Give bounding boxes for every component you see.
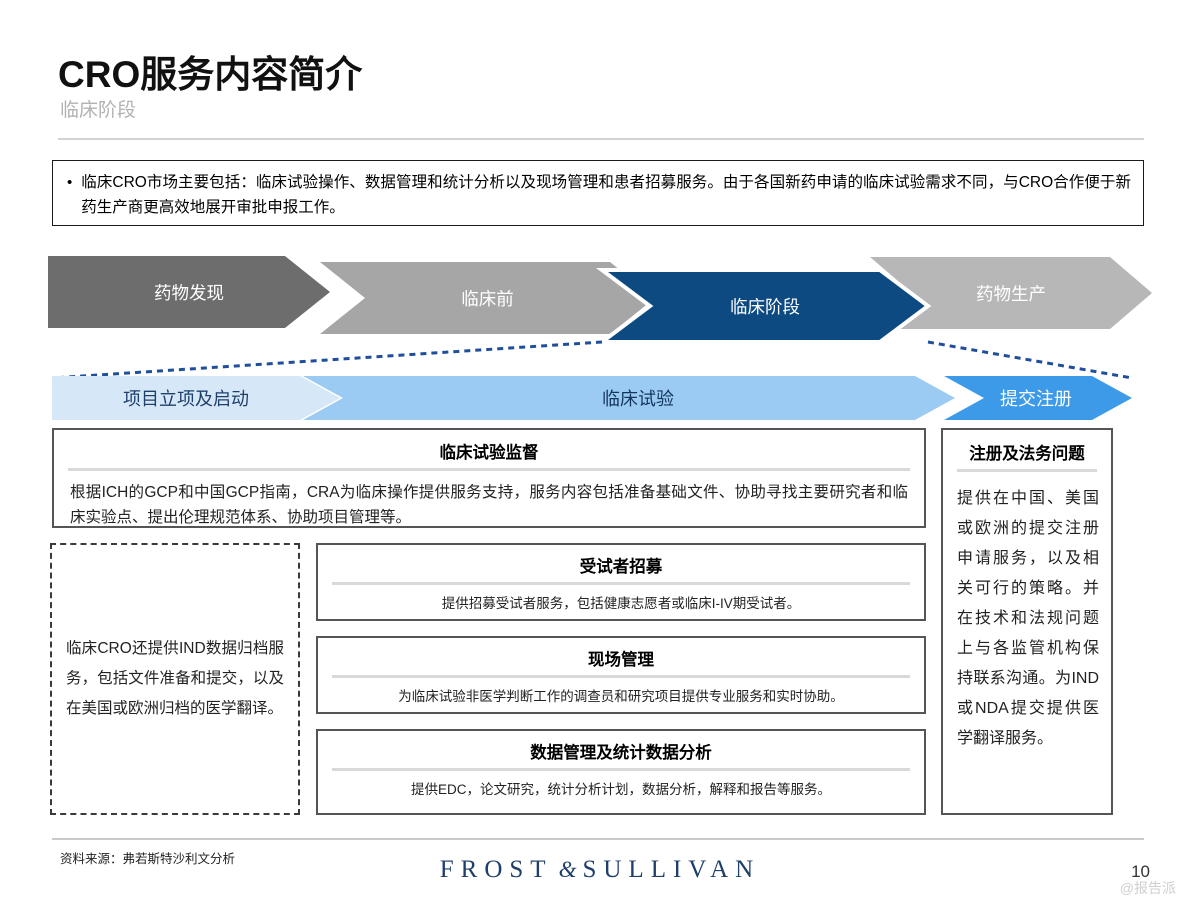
process-stage-clinical-stage[interactable]: 临床阶段	[650, 270, 880, 342]
card-site-management: 现场管理 为临床试验非医学判断工作的调查员和研究项目提供专业服务和实时协助。	[316, 636, 926, 714]
card-title: 数据管理及统计数据分析	[530, 744, 712, 762]
card-body: 根据ICH的GCP和中国GCP指南，CRA为临床操作提供服务支持，服务内容包括准…	[70, 484, 908, 526]
card-divider	[332, 582, 910, 585]
card-body: 提供招募受试者服务，包括健康志愿者或临床I-IV期受试者。	[441, 596, 801, 611]
summary-text: 临床CRO市场主要包括：临床试验操作、数据管理和统计分析以及现场管理和患者招募服…	[81, 174, 1131, 216]
connector-line-left	[51, 340, 603, 380]
ampersand-icon: &	[558, 857, 577, 882]
card-subject-recruitment: 受试者招募 提供招募受试者服务，包括健康志愿者或临床I-IV期受试者。	[316, 543, 926, 621]
card-divider	[957, 469, 1097, 472]
card-body: 临床CRO还提供IND数据归档服务，包括文件准备和提交，以及在美国或欧洲归档的医…	[66, 640, 284, 717]
process-stage-label: 药物发现	[154, 282, 224, 303]
header-divider	[58, 138, 1144, 140]
page-number: 10	[1131, 862, 1150, 881]
watermark: @报告派	[1119, 880, 1176, 896]
card-registration-legal: 注册及法务问题 提供在中国、美国或欧洲的提交注册申请服务，以及相关可行的策略。并…	[941, 428, 1113, 815]
process-stage-label: 临床前	[461, 288, 514, 309]
connector-line-right	[927, 340, 1133, 380]
source-note: 资料来源：弗若斯特沙利文分析	[60, 852, 236, 866]
subprocess-stage-submit-registration[interactable]: 提交注册	[960, 376, 1112, 420]
subprocess-stage-label: 项目立项及启动	[123, 389, 249, 409]
page-subtitle: 临床阶段	[60, 100, 137, 121]
card-title: 临床试验监督	[439, 444, 539, 462]
card-body: 提供EDC，论文研究，统计分析计划，数据分析，解释和报告等服务。	[410, 782, 831, 797]
card-ind-archiving-note: 临床CRO还提供IND数据归档服务，包括文件准备和提交，以及在美国或欧洲归档的医…	[50, 543, 300, 815]
brand-logo: FROST&SULLIVAN	[0, 856, 1200, 884]
card-divider	[68, 468, 910, 471]
card-body: 提供在中国、美国或欧洲的提交注册申请服务，以及相关可行的策略。并在技术和法规问题…	[957, 490, 1099, 747]
footer-divider	[52, 838, 1144, 840]
card-divider	[332, 768, 910, 771]
card-clinical-trial-supervision: 临床试验监督 根据ICH的GCP和中国GCP指南，CRA为临床操作提供服务支持，…	[52, 428, 926, 528]
card-title: 注册及法务问题	[969, 445, 1085, 463]
card-divider	[332, 675, 910, 678]
card-body: 为临床试验非医学判断工作的调查员和研究项目提供专业服务和实时协助。	[398, 689, 844, 704]
process-stage-label: 临床阶段	[730, 296, 800, 317]
brand-name-left: FROST	[439, 856, 553, 883]
process-stage-preclinical[interactable]: 临床前	[365, 262, 610, 334]
page-title: CRO服务内容简介	[58, 54, 363, 95]
process-stage-drug-discovery[interactable]: 药物发现	[48, 256, 330, 328]
card-title: 受试者招募	[579, 558, 663, 576]
subprocess-stage-label: 临床试验	[602, 389, 674, 409]
card-title: 现场管理	[588, 651, 654, 669]
summary-callout: • 临床CRO市场主要包括：临床试验操作、数据管理和统计分析以及现场管理和患者招…	[52, 160, 1144, 226]
process-stage-label: 药物生产	[976, 283, 1046, 304]
subprocess-stage-clinical-trial[interactable]: 临床试验	[343, 376, 933, 420]
subprocess-stage-label: 提交注册	[1000, 389, 1072, 409]
brand-name-right: SULLIVAN	[582, 856, 761, 883]
subprocess-stage-project-initiation[interactable]: 项目立项及启动	[52, 376, 320, 420]
card-data-management: 数据管理及统计数据分析 提供EDC，论文研究，统计分析计划，数据分析，解释和报告…	[316, 729, 926, 815]
bullet-icon: •	[67, 174, 73, 191]
process-stage-drug-production[interactable]: 药物生产	[912, 257, 1110, 329]
